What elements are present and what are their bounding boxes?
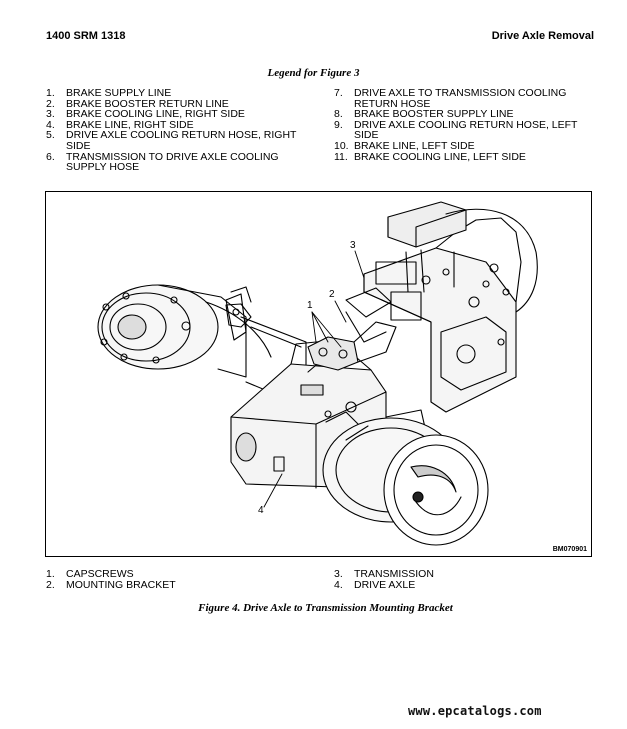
legend-item-text: DRIVE AXLE COOLING RETURN HOSE, LEFT SID…	[354, 118, 578, 142]
legend-item: 3. TRANSMISSION	[334, 569, 594, 580]
callout-leader-lines	[263, 250, 365, 508]
legend-fig4-left-column: 1. CAPSCREWS 2. MOUNTING BRACKET	[46, 569, 306, 590]
legend-item-number: 1.	[46, 87, 55, 99]
legend-item-number: 2.	[46, 97, 55, 110]
legend-item-text: BRAKE SUPPLY LINE	[66, 87, 172, 99]
callout-3: 3	[350, 240, 356, 251]
legend-item-number: 6.	[46, 150, 55, 163]
callout-1: 1	[307, 300, 313, 311]
legend-item: 2. MOUNTING BRACKET	[46, 578, 306, 591]
right-wheel-hub-drawing	[322, 417, 489, 546]
legend-item-number: 8.	[334, 108, 343, 121]
legend-item-text: BRAKE LINE, LEFT SIDE	[354, 139, 475, 152]
legend-item-text: DRIVE AXLE TO TRANSMISSION COOLING RETUR…	[354, 87, 567, 110]
figure-id: BM070901	[552, 546, 587, 553]
legend-fig3-right-column: 7. DRIVE AXLE TO TRANSMISSION COOLING RET…	[334, 88, 596, 162]
legend-fig4-right-column: 3. TRANSMISSION 4. DRIVE AXLE	[334, 569, 594, 590]
legend-item-number: 7.	[334, 87, 343, 99]
legend-item-number: 3.	[46, 108, 55, 121]
legend-item-text: MOUNTING BRACKET	[66, 578, 176, 591]
legend-item: 4. BRAKE LINE, RIGHT SIDE	[46, 120, 314, 131]
legend-item: 5. DRIVE AXLE COOLING RETURN HOSE, RIGHT …	[46, 130, 314, 151]
watermark-url: www.epcatalogs.com	[408, 704, 542, 718]
legend-item-number: 2.	[46, 578, 55, 591]
legend-item-text: BRAKE COOLING LINE, LEFT SIDE	[354, 150, 526, 163]
legend-item: 11. BRAKE COOLING LINE, LEFT SIDE	[334, 150, 596, 163]
mounting-bracket-drawing	[225, 293, 397, 371]
legend-item-number: 4.	[334, 578, 343, 591]
legend-item-number: 11.	[334, 150, 348, 163]
legend-item-text: BRAKE BOOSTER SUPPLY LINE	[354, 108, 514, 121]
legend-item-number: 1.	[46, 568, 55, 580]
legend-item: 3. BRAKE COOLING LINE, RIGHT SIDE	[46, 109, 314, 120]
legend-item-text: BRAKE BOOSTER RETURN LINE	[66, 97, 229, 110]
legend-item-text: BRAKE LINE, RIGHT SIDE	[66, 118, 194, 131]
page-header-doc-number: 1400 SRM 1318	[46, 30, 126, 42]
legend-item-text: DRIVE AXLE	[354, 578, 416, 591]
legend-item: 10. BRAKE LINE, LEFT SIDE	[334, 141, 596, 152]
callout-2: 2	[329, 289, 335, 300]
legend-item-number: 10.	[334, 139, 349, 152]
legend-item-text: CAPSCREWS	[66, 568, 134, 580]
legend-fig3-left-column: 1. BRAKE SUPPLY LINE 2. BRAKE BOOSTER RETUR…	[46, 88, 314, 173]
transmission-drawing	[345, 201, 538, 413]
page-header-section-title: Drive Axle Removal	[491, 30, 594, 42]
legend-item-text: DRIVE AXLE COOLING RETURN HOSE, RIGHT SI…	[66, 129, 297, 152]
legend-item: 9. DRIVE AXLE COOLING RETURN HOSE, LEFT S…	[334, 118, 596, 142]
legend-item-text: BRAKE COOLING LINE, RIGHT SIDE	[66, 108, 245, 121]
legend-item-number: 5.	[46, 129, 55, 142]
legend-item-number: 3.	[334, 568, 343, 580]
legend-item-number: 9.	[334, 118, 343, 131]
legend-item: 7. DRIVE AXLE TO TRANSMISSION COOLING RET…	[334, 88, 596, 109]
legend-title: Legend for Figure 3	[267, 67, 360, 79]
legend-item-text: TRANSMISSION	[354, 568, 434, 580]
legend-item: 2. BRAKE BOOSTER RETURN LINE	[46, 97, 314, 110]
drive-axle-drawing	[97, 201, 538, 546]
legend-item: 1. CAPSCREWS	[46, 569, 306, 580]
callout-4: 4	[258, 505, 264, 516]
figure-caption: Figure 4. Drive Axle to Transmission Mou…	[198, 602, 453, 614]
legend-item-number: 4.	[46, 118, 55, 131]
legend-item-text: TRANSMISSION TO DRIVE AXLE COOLING SUPPL…	[66, 150, 279, 174]
figure-illustration: 1 2 3 4 BM070901	[45, 191, 592, 557]
legend-item: 1. BRAKE SUPPLY LINE	[46, 88, 314, 99]
left-wheel-hub-drawing	[97, 284, 272, 378]
legend-item: 6. TRANSMISSION TO DRIVE AXLE COOLING SUP…	[46, 150, 314, 174]
legend-item: 4. DRIVE AXLE	[334, 578, 594, 591]
legend-item: 8. BRAKE BOOSTER SUPPLY LINE	[334, 109, 596, 120]
